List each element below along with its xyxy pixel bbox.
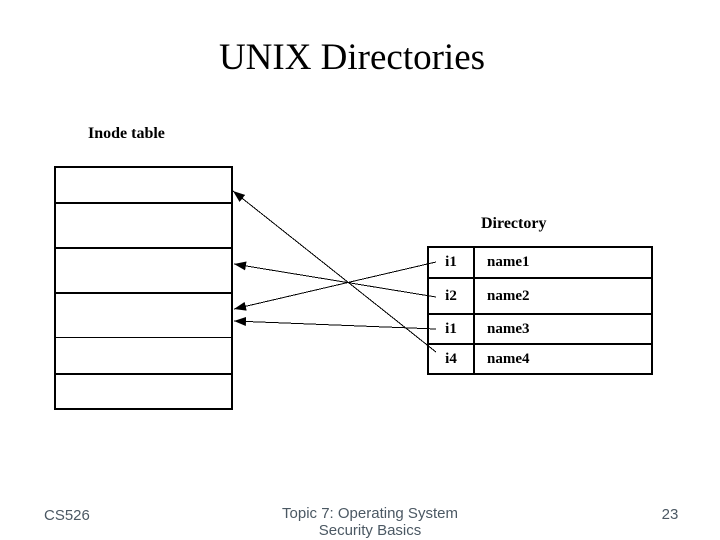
inode-row-divider bbox=[56, 373, 231, 375]
inode-row-divider bbox=[56, 337, 231, 338]
footer-topic-line2: Security Basics bbox=[318, 522, 422, 539]
directory-row: i4 name4 bbox=[429, 345, 651, 373]
footer-page-number: 23 bbox=[661, 506, 679, 523]
inode-row-divider bbox=[56, 247, 231, 249]
link-arrow-name2 bbox=[233, 261, 437, 298]
footer-course: CS526 bbox=[44, 507, 90, 524]
inode-row-divider bbox=[56, 202, 231, 204]
directory-row: i1 name1 bbox=[429, 248, 651, 279]
directory-table: i1 name1 i2 name2 i1 name3 i4 name4 bbox=[427, 246, 653, 375]
directory-name-cell: name2 bbox=[487, 287, 530, 304]
directory-row: i2 name2 bbox=[429, 279, 651, 315]
directory-inode-cell: i1 bbox=[429, 315, 475, 343]
inode-table-label: Inode table bbox=[88, 125, 165, 142]
slide-title: UNIX Directories bbox=[218, 37, 486, 78]
directory-table-label: Directory bbox=[481, 215, 547, 232]
directory-inode-cell: i2 bbox=[429, 279, 475, 313]
directory-name-cell: name4 bbox=[487, 350, 530, 367]
directory-row: i1 name3 bbox=[429, 315, 651, 345]
directory-inode-cell: i4 bbox=[429, 345, 475, 373]
footer-topic-line1: Topic 7: Operating System bbox=[282, 505, 458, 522]
link-arrow-name4 bbox=[232, 190, 437, 353]
directory-inode-cell: i1 bbox=[429, 248, 475, 277]
footer-topic: Topic 7: Operating System Security Basic… bbox=[255, 505, 485, 539]
directory-name-cell: name1 bbox=[487, 254, 530, 270]
inode-row-divider bbox=[56, 292, 231, 294]
inode-table bbox=[54, 166, 233, 410]
link-arrow-name1 bbox=[233, 261, 437, 311]
directory-name-cell: name3 bbox=[487, 320, 530, 337]
link-arrow-name3 bbox=[233, 316, 437, 330]
